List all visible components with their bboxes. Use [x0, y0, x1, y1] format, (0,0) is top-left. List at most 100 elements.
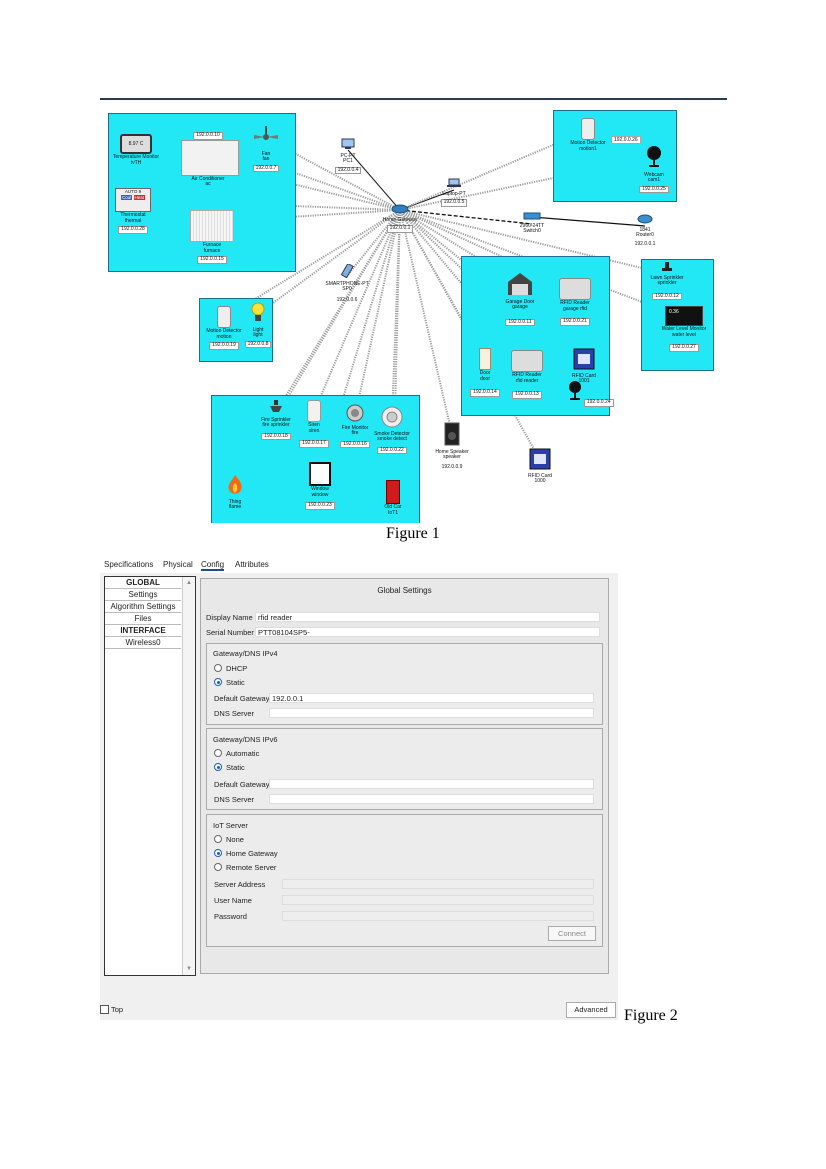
server-address-input[interactable] [282, 879, 594, 889]
advanced-button[interactable]: Advanced [566, 1002, 616, 1018]
fire-sprinkler-icon [270, 400, 282, 412]
device-garage-door[interactable]: Garage Door garage 192.0.0.11 [493, 272, 547, 326]
home-gateway[interactable]: Home Gateway 192.0.0.1 [373, 204, 427, 233]
ipv6-dns-label: DNS Server [214, 795, 255, 804]
display-name-input[interactable]: rfid reader [255, 612, 600, 622]
device-motion-detector[interactable]: Motion Detector motion 192.0.0.19 [197, 306, 251, 350]
device-name: RFID Reader [512, 372, 542, 378]
device-sub: fan [262, 156, 270, 162]
top-checkbox[interactable] [100, 1005, 109, 1014]
device-fire-monitor[interactable]: Fire Monitor fire 192.0.0.16 [328, 404, 382, 448]
sidebar-scrollbar[interactable]: ▲ ▼ [182, 577, 195, 975]
device-light[interactable]: Light light 192.0.0.8 [231, 302, 285, 348]
device-rfid-card-1001[interactable]: RFID Card 1001 [557, 348, 611, 385]
serial-number-input[interactable]: PTT08104SP5- [255, 627, 600, 637]
device-name: Home Speaker [435, 448, 469, 455]
device-webcam-1[interactable]: Webcam cam1 192.0.0.25 [627, 145, 681, 193]
ipv6-gateway-input[interactable] [269, 779, 594, 789]
rfid-reader-icon [559, 278, 591, 300]
device-sub: garage rfid [563, 305, 587, 312]
smoke-detector-icon [381, 406, 403, 428]
rfid-card-icon [529, 448, 551, 470]
device-name: RFID Reader [560, 300, 590, 306]
device-ip: 192.0.0.24 [583, 399, 614, 407]
device-fire-sprinkler[interactable]: Fire Sprinkler fire sprinkler 192.0.0.18 [249, 400, 303, 440]
iot-home-gateway-label: Home Gateway [226, 849, 278, 858]
device-sub: 1001 [578, 378, 590, 384]
motion-sensor-icon [581, 118, 595, 140]
device-door[interactable]: Door door 192.0.0.14 [458, 348, 512, 397]
user-name-input[interactable] [282, 895, 594, 905]
device-window[interactable]: Window window 192.0.0.23 [293, 462, 347, 510]
device-name: Siren [308, 422, 320, 428]
tab-specifications[interactable]: Specifications [104, 560, 154, 569]
device-pc[interactable]: PC-PT PC1 192.0.0.4 [321, 138, 375, 174]
scroll-down-icon[interactable]: ▼ [186, 966, 192, 972]
ipv4-dns-input[interactable] [269, 708, 594, 718]
rfid-reader-icon [511, 350, 543, 372]
device-sub: door [479, 375, 490, 382]
ipv4-group: Gateway/DNS IPv4 DHCP Static Default Gat… [206, 643, 603, 725]
device-name: Furnace [202, 242, 222, 248]
ipv4-gateway-label: Default Gateway [214, 694, 270, 703]
device-smartphone[interactable]: SMARTPHONE-PT SP0 192.0.0.6 [320, 262, 374, 303]
iot-home-gateway-radio[interactable] [214, 849, 222, 857]
ipv4-dhcp-radio[interactable] [214, 664, 222, 672]
ipv4-static-radio[interactable] [214, 678, 222, 686]
device-thing[interactable]: Thing flame [208, 474, 262, 511]
scroll-up-icon[interactable]: ▲ [186, 580, 192, 586]
sidebar-item-files[interactable]: Files [105, 613, 181, 625]
device-ip: 192.0.0.14 [470, 389, 500, 397]
device-lawn-sprinkler[interactable]: Lawn Sprinkler sprinkler 192.0.0.12 [640, 262, 694, 300]
device-smoke-detector[interactable]: Smoke Detector smoke detect 192.0.0.22 [365, 406, 419, 454]
device-laptop[interactable]: Laptop-PT 192.0.0.5 [427, 178, 481, 207]
sidebar-item-algorithm-settings[interactable]: Algorithm Settings [105, 601, 181, 613]
ipv4-dhcp-label: DHCP [226, 664, 248, 673]
connect-button[interactable]: Connect [548, 926, 596, 941]
rfid-card-icon [573, 348, 595, 370]
iot-remote-radio[interactable] [214, 863, 222, 871]
device-old-car[interactable]: Old Car IoT1 [366, 480, 420, 516]
device-rfid-card-1000[interactable]: RFID Card 1000 [513, 448, 567, 485]
device-ip: 192.0.0.17 [299, 440, 329, 448]
password-input[interactable] [282, 911, 594, 921]
device-sub: cam1 [647, 177, 661, 183]
link-air-conditioner [207, 141, 401, 211]
device-home-speaker[interactable]: Home Speaker speaker 192.0.0.9 [425, 422, 479, 470]
tab-attributes[interactable]: Attributes [235, 560, 269, 569]
device-thermostat[interactable]: AUTO 9 Cool Heat Thermostat thermal 192.… [106, 188, 160, 234]
device-furnace[interactable]: Furnace furnace 192.0.0.15 [185, 210, 239, 264]
sidebar-item-wireless0[interactable]: Wireless0 [105, 637, 181, 649]
device-name: Thing [228, 498, 242, 505]
device-rfid-reader-garage[interactable]: RFID Reader garage rfid 192.0.0.21 [548, 278, 602, 326]
device-name: PC-PT [340, 152, 356, 159]
device-sub: thermal [124, 217, 142, 224]
switch-icon [523, 212, 541, 220]
device-switch[interactable]: 2960-24TT Switch0 [505, 212, 559, 235]
ipv4-gateway-input[interactable]: 192.0.0.1 [269, 693, 594, 703]
figure1-caption: Figure 1 [386, 525, 440, 542]
user-name-label: User Name [214, 896, 252, 905]
device-rfid-reader[interactable]: RFID Reader rfid reader 192.0.0.13 [500, 350, 554, 399]
device-air-conditioner[interactable]: 192.0.0.10 Air Conditioner ac [181, 130, 239, 188]
device-fan[interactable]: Fan fan 192.0.0.7 [239, 126, 293, 172]
device-temperature-monitor[interactable]: 8.97 C Temperature Monitor tvTH [109, 134, 163, 166]
device-name: Lawn Sprinkler [650, 274, 684, 281]
device-siren[interactable]: Siren siren 192.0.0.17 [287, 400, 341, 448]
tab-config[interactable]: Config [201, 560, 225, 571]
device-water-level-monitor[interactable]: 0.36 Water Level Monitor water level 192… [657, 306, 711, 352]
ipv6-static-radio[interactable] [214, 763, 222, 771]
ipv6-automatic-radio[interactable] [214, 749, 222, 757]
ipv6-dns-input[interactable] [269, 794, 594, 804]
tab-physical[interactable]: Physical [163, 560, 193, 569]
ipv4-static-label: Static [226, 678, 245, 687]
device-ip: 192.0.0.15 [197, 256, 227, 264]
device-webcam-2[interactable]: 192.0.0.24 [564, 380, 618, 407]
device-router[interactable]: 1841 Router0 192.0.0.1 [618, 214, 672, 247]
server-address-label: Server Address [214, 880, 266, 889]
sidebar-item-settings[interactable]: Settings [105, 589, 181, 601]
network-topology-figure: Home Gateway 192.0.0.1 8.97 C Temperatur… [100, 98, 727, 523]
link-switch [399, 209, 533, 225]
device-motion-detector-1[interactable]: Motion Detector motion1 [561, 118, 615, 152]
iot-none-radio[interactable] [214, 835, 222, 843]
